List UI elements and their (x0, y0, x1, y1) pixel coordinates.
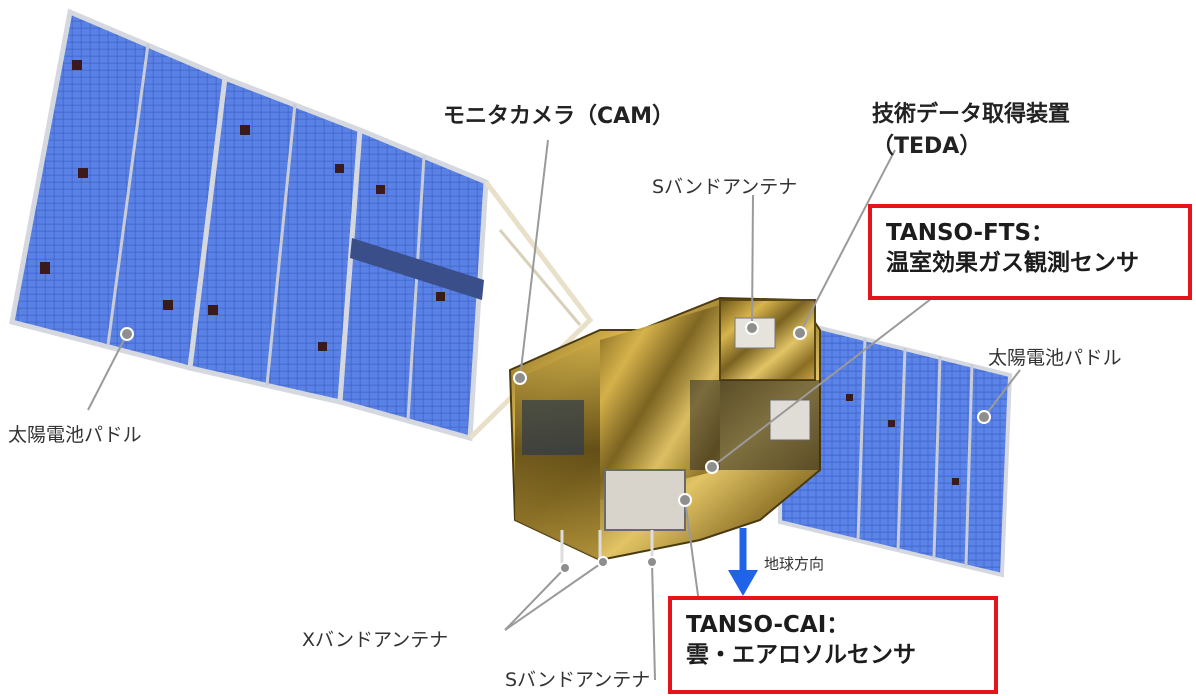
tanso-cai-highlight-box: TANSO-CAI： 雲・エアロソルセンサ (668, 596, 998, 694)
earth-direction-label: 地球方向 (764, 555, 825, 573)
satellite-body (508, 296, 821, 565)
tanso-fts-description: 温室効果ガス観測センサ (886, 250, 1139, 276)
s-band-antenna-bottom-label: Sバンドアンテナ (505, 669, 651, 691)
tanso-fts-title: TANSO-FTS： (886, 220, 1055, 246)
teda-label-line2: （TEDA） (872, 134, 982, 159)
tanso-fts-highlight-box: TANSO-FTS： 温室効果ガス観測センサ (868, 204, 1192, 300)
x-band-antenna-label: Xバンドアンテナ (302, 629, 449, 651)
right-solar-paddle (778, 315, 1013, 578)
solar-paddle-right-label: 太陽電池パドル (988, 347, 1122, 369)
s-band-antenna-top-label: Sバンドアンテナ (652, 176, 798, 198)
leader-lines (87, 139, 1021, 681)
tanso-cai-title: TANSO-CAI： (686, 612, 850, 638)
left-solar-paddle (9, 8, 594, 442)
solar-paddle-left-label: 太陽電池パドル (8, 424, 142, 446)
monitor-camera-label: モニタカメラ（CAM） (443, 104, 675, 129)
tanso-cai-description: 雲・エアロソルセンサ (686, 642, 916, 668)
teda-label-line1: 技術データ取得装置 (872, 102, 1071, 127)
earth-direction-arrow (728, 528, 758, 596)
leader-dots (120, 321, 991, 574)
